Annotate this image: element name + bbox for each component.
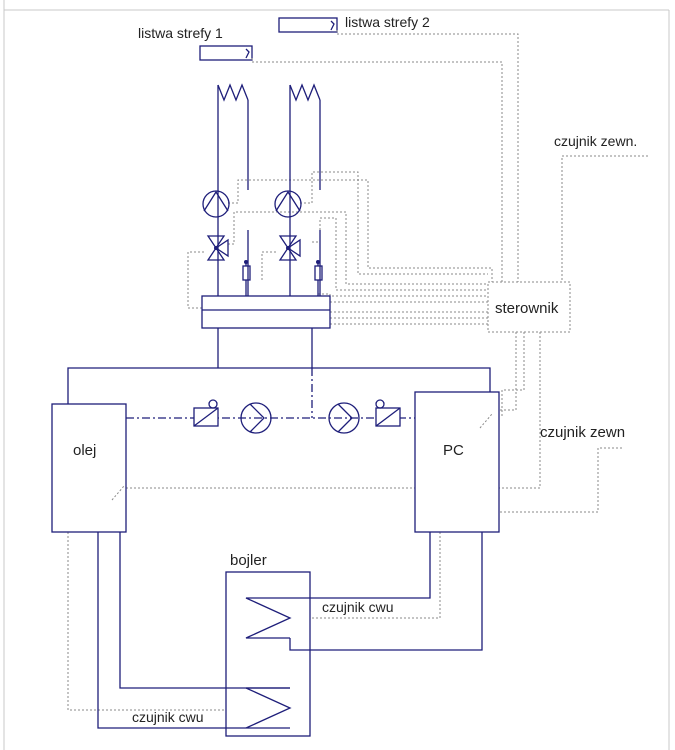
zone1-mixing-valve-icon	[206, 235, 229, 261]
pc-circuit-valve-icon	[375, 399, 401, 427]
oil-circuit-pump-icon	[240, 402, 272, 434]
zone2-mixing-valve-icon	[278, 235, 301, 261]
radiator-zone2	[289, 83, 321, 296]
outdoor-sensor-label-top: czujnik zewn.	[554, 133, 637, 149]
oil-boiler-label: olej	[73, 442, 96, 459]
radiator-zone1	[217, 83, 249, 296]
manifold	[201, 295, 331, 329]
zone1-pump-icon	[202, 190, 230, 218]
zone1-strip-label: listwa strefy 1	[138, 25, 223, 41]
pc-circuit-pump-icon	[328, 402, 360, 434]
dhw-lower-coil-icon	[97, 532, 292, 729]
zone2-strip-box	[278, 17, 338, 33]
dhw-upper-coil-icon	[245, 532, 483, 651]
frame	[3, 0, 670, 750]
zone2-sensor-icon	[314, 260, 323, 296]
oil-boiler-box	[51, 403, 127, 533]
zone1-sensor-icon	[242, 260, 251, 296]
outdoor-sensor-label-mid: czujnik zewn	[540, 424, 625, 441]
controller-box	[487, 281, 571, 333]
zone2-strip-label: listwa strefy 2	[345, 14, 430, 30]
heat-pump-box	[414, 391, 500, 533]
dhw-tank-box	[225, 571, 311, 737]
controller-label: sterownik	[495, 300, 559, 317]
zone-return-pipes	[247, 230, 321, 296]
dhw-sensor-label-lower: czujnik cwu	[132, 709, 204, 725]
dhw-tank-label: bojler	[230, 552, 267, 569]
oil-circuit-valve-icon	[193, 399, 219, 427]
dhw-sensor-label-upper: czujnik cwu	[322, 599, 394, 615]
zone1-strip-box	[199, 45, 253, 61]
zone2-pump-icon	[274, 190, 302, 218]
heat-pump-label: PC	[443, 442, 464, 459]
